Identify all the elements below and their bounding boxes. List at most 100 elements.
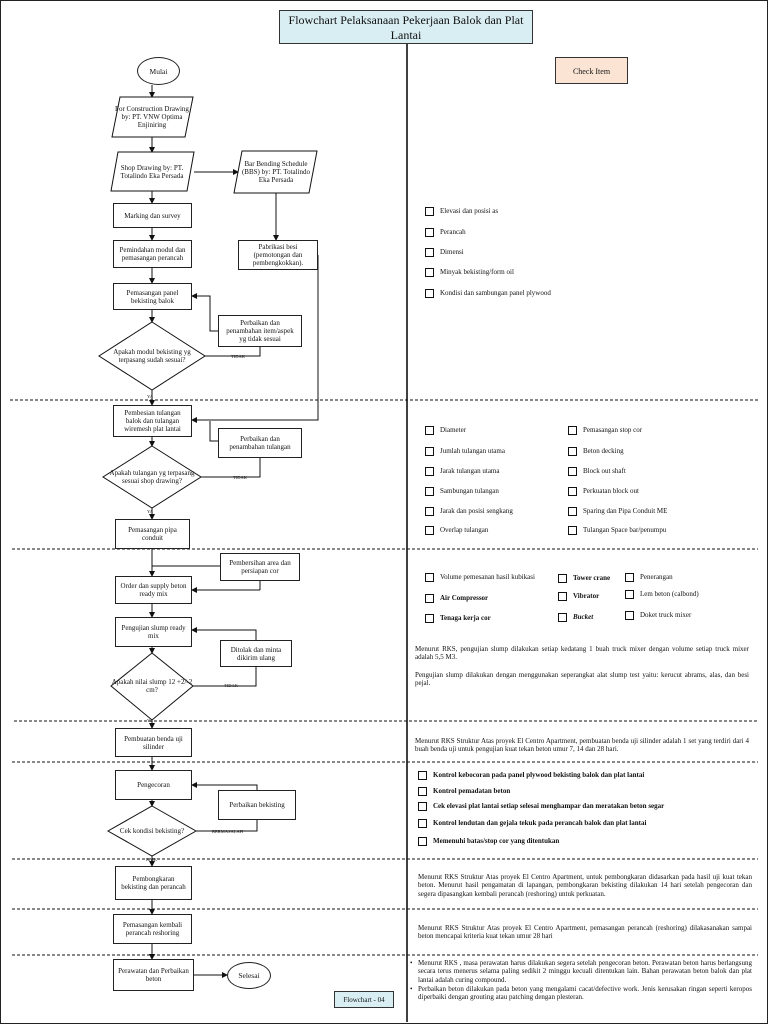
check-bucket[interactable]: Bucket (558, 612, 593, 622)
ditolak-node: Ditolak dan minta dikirim ulang (220, 640, 292, 667)
end-terminal: Selesai (227, 962, 271, 989)
checkbox-icon (558, 573, 567, 583)
checkbox-icon (425, 466, 434, 476)
pembersihan-node: Pembersihan area dan persiapan cor (220, 553, 300, 581)
shop-drawing-node: Shop Drawing by: PT. Totalindo Eka Persa… (120, 163, 184, 180)
label-ya-1: YA (147, 394, 154, 399)
check-elevasi[interactable]: Elevasi dan posisi as (425, 206, 498, 216)
check-jarak-tulangan[interactable]: Jarak tulangan utama (425, 466, 499, 476)
label-tidak-3: TIDAK (224, 683, 238, 688)
pipa-conduit-node: Pemasangan pipa conduit (115, 519, 190, 549)
flowchart-page-label: Flowchart - 04 (334, 991, 394, 1008)
check-elevasi-plat[interactable]: Cek elevasi plat lantai setiap selesai m… (418, 801, 664, 811)
note-pembongkaran: Menurut RKS Struktur Atas proyek El Cent… (418, 873, 752, 898)
note-benda-uji: Menurut RKS Struktur Atas proyek El Cent… (415, 737, 749, 754)
check-item-header: Check Item (555, 57, 628, 84)
slump-test-node: Pengujian slump ready mix (115, 617, 192, 647)
check-dimensi[interactable]: Dimensi (425, 247, 464, 257)
checkbox-icon (418, 786, 427, 796)
start-terminal: Mulai (137, 57, 180, 85)
checkbox-icon (558, 612, 567, 622)
checkbox-icon (425, 206, 434, 216)
checkbox-icon (568, 506, 577, 516)
note-slump-2: Pengujian slump dilakukan dengan menggun… (415, 671, 749, 688)
check-kondisi-plywood[interactable]: Kondisi dan sambungan panel plywood (425, 288, 551, 298)
checkbox-icon (625, 572, 634, 582)
pengecoran-node: Pengecoran (115, 770, 192, 800)
label-ya-3: YA (147, 718, 154, 723)
label-tidak-1: TIDAK (231, 354, 245, 359)
bbs-node: Bar Bending Schedule (BBS) by: PT. Total… (241, 160, 311, 184)
checkbox-icon (425, 446, 434, 456)
checkbox-icon (568, 425, 577, 435)
decision-cor: Cek kondisi bekisting? (119, 827, 185, 835)
checkbox-icon (625, 610, 634, 620)
check-sparing[interactable]: Sparing dan Pipa Conduit ME (568, 506, 667, 516)
label-tidak-2: TIDAK (233, 475, 247, 480)
check-overlap[interactable]: Overlap tulangan (425, 525, 488, 535)
check-space-bar[interactable]: Tulangan Space bar/penumpu (568, 525, 666, 535)
checkbox-icon (425, 267, 434, 277)
checkbox-icon (625, 589, 634, 599)
check-doket[interactable]: Doket truck mixer (625, 610, 691, 620)
reshoring-node: Pemasangan kembali perancah reshoring (113, 914, 192, 944)
check-volume[interactable]: Volume pemesanan hasil kubikasi (425, 572, 535, 582)
check-lem-beton[interactable]: Lem beton (calbond) (625, 589, 699, 599)
perbaikan-tulangan-node: Perbaikan dan penambahan tulangan (218, 428, 302, 458)
decision-bekisting: Apakah modul bekisting yg terpasang suda… (113, 348, 191, 364)
check-vibrator[interactable]: Vibrator (558, 591, 599, 601)
check-minyak[interactable]: Minyak bekisting/form oil (425, 267, 514, 277)
check-air-compressor[interactable]: Air Compressor (425, 593, 488, 603)
checkbox-icon (418, 818, 427, 828)
decision-slump: Apakah nilai slump 12 +2/-2 cm? (111, 678, 193, 694)
note-perawatan-1: •Menurut RKS , masa perawatan harus dila… (410, 959, 752, 984)
page-title: Flowchart Pelaksanaan Pekerjaan Balok da… (279, 10, 533, 44)
checkbox-icon (558, 591, 567, 601)
note-reshoring: Menurut RKS Struktur Atas proyek El Cent… (418, 924, 752, 941)
order-beton-node: Order dan supply beton ready mix (115, 576, 192, 604)
check-tenaga-kerja[interactable]: Tenaga kerja cor (425, 613, 491, 623)
checkbox-icon (425, 288, 434, 298)
check-jumlah-tulangan[interactable]: Jumlah tulangan utama (425, 446, 505, 456)
note-perawatan-2: •Perbaikan beton dilakukan pada beton ya… (410, 985, 752, 1002)
construction-drawing-node: For Construction Drawing by: PT. VNW Opt… (115, 105, 189, 129)
check-beton-decking[interactable]: Beton decking (568, 446, 624, 456)
checkbox-icon (425, 525, 434, 535)
check-lendutan[interactable]: Kontrol lendutan dan gejala tekuk pada p… (418, 818, 646, 828)
checkbox-icon (425, 572, 434, 582)
checkbox-icon (418, 801, 427, 811)
check-sengkang[interactable]: Jarak dan posisi sengkang (425, 506, 513, 516)
checkbox-icon (568, 446, 577, 456)
check-tower-crane[interactable]: Tower crane (558, 573, 610, 583)
check-diameter[interactable]: Diameter (425, 425, 466, 435)
check-perancah[interactable]: Perancah (425, 227, 466, 237)
checkbox-icon (425, 506, 434, 516)
check-batas-stop-cor[interactable]: Memenuhi batas/stop cor yang ditentukan (418, 836, 559, 846)
label-bermasalah: BERMASALAH (212, 829, 244, 834)
pabrikasi-besi-node: Pabrikasi besi (pemotongan dan pembengko… (238, 240, 318, 270)
check-kebocoran[interactable]: Kontrol kebocoran pada panel plywood bek… (418, 770, 644, 780)
label-ya-2: YA (147, 509, 154, 514)
check-pemadatan[interactable]: Kontrol pemadatan beton (418, 786, 510, 796)
check-penerangan[interactable]: Penerangan (625, 572, 673, 582)
check-stop-cor[interactable]: Pemasangan stop cor (568, 425, 642, 435)
checkbox-icon (568, 525, 577, 535)
checkbox-icon (418, 836, 427, 846)
checkbox-icon (425, 486, 434, 496)
benda-uji-node: Pembuatan benda uji silinder (115, 728, 192, 757)
check-sambungan[interactable]: Sambungan tulangan (425, 486, 499, 496)
check-perkuatan[interactable]: Perkuatan block out (568, 486, 639, 496)
checkbox-icon (418, 770, 427, 780)
checkbox-icon (425, 247, 434, 257)
check-block-out-shaft[interactable]: Block out shaft (568, 466, 626, 476)
checkbox-icon (425, 227, 434, 237)
checkbox-icon (425, 593, 434, 603)
note-slump-1: Menurut RKS, pengujian slump dilakukan s… (415, 645, 749, 662)
marking-survey-node: Marking dan survey (113, 203, 192, 228)
perbaikan-item-node: Perbaikan dan penambahan item/aspek yg t… (218, 315, 302, 347)
decision-tulangan: Apakah tulangan yg terpasang sesuai shop… (109, 469, 195, 485)
checkbox-icon (568, 466, 577, 476)
label-baik: BAIK (146, 857, 157, 862)
perawatan-node: Perawatan dan Perbaikan beton (113, 959, 194, 991)
